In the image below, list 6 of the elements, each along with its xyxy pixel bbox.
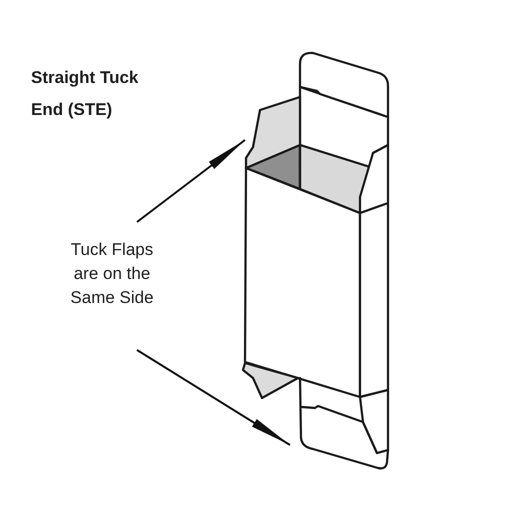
leader-arrow bbox=[136, 139, 246, 223]
diagram-title: Straight Tuck End (STE) bbox=[31, 67, 140, 121]
bottom-tuck-flaps bbox=[298, 376, 390, 470]
top-tuck-flaps bbox=[244, 52, 390, 214]
callout-text: Tuck Flaps are on the Same Side bbox=[60, 238, 164, 310]
leader-arrow bbox=[136, 349, 291, 446]
